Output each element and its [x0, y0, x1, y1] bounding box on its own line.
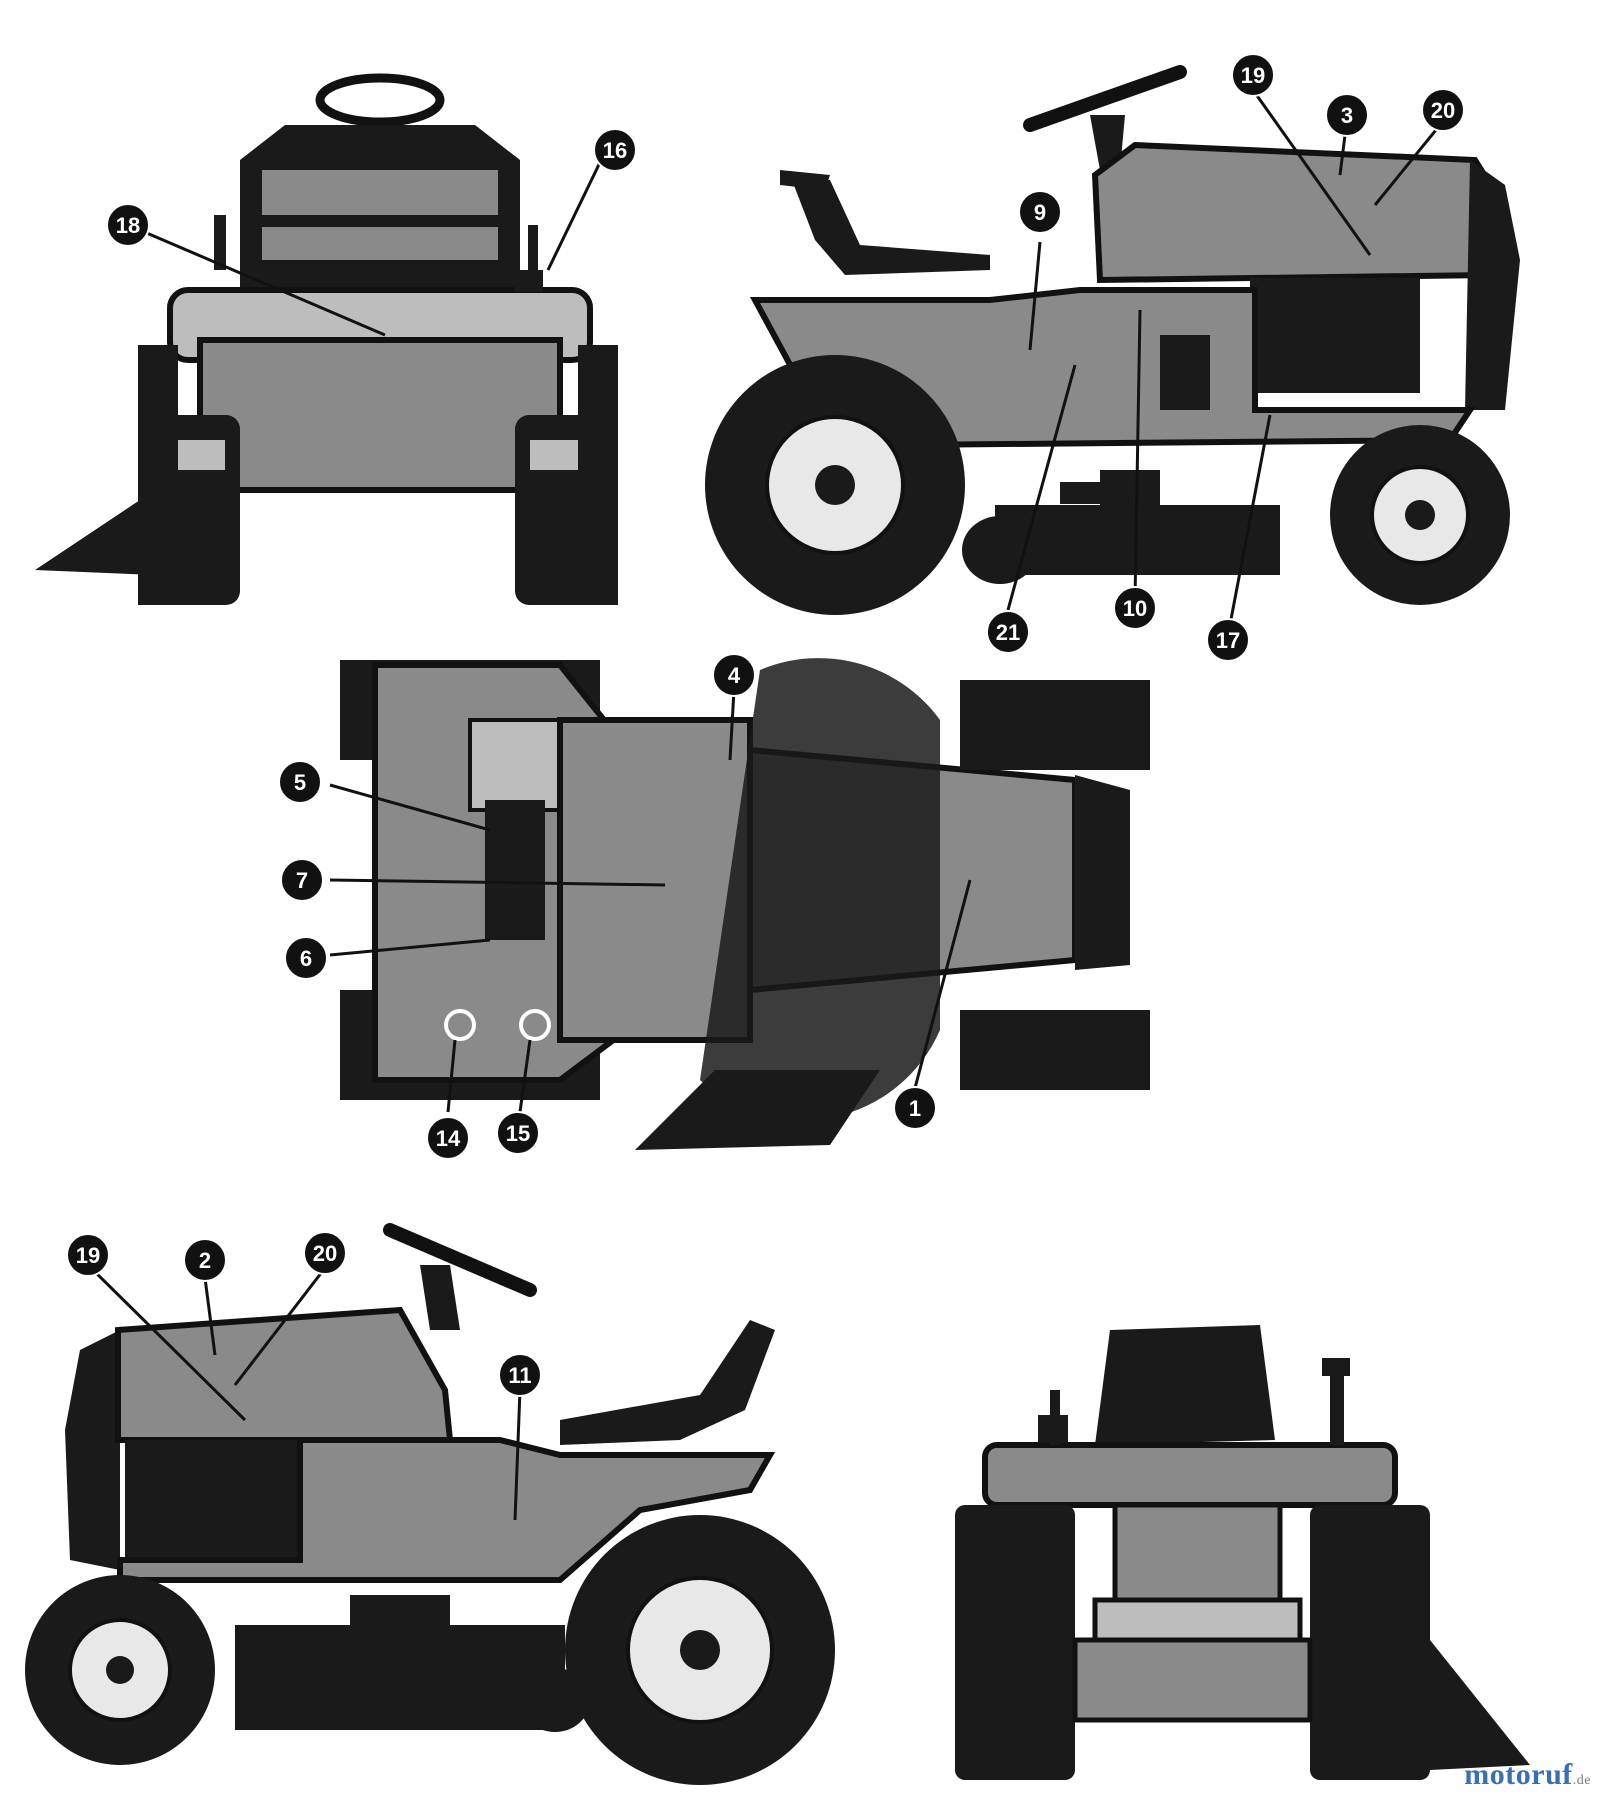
svg-text:20: 20 — [1431, 98, 1455, 123]
svg-text:15: 15 — [506, 1121, 530, 1146]
callout-19-upper: 19 — [1231, 53, 1275, 97]
leader-lines — [86, 89, 1442, 1521]
svg-text:21: 21 — [996, 620, 1020, 645]
watermark-brand: motoruf — [1464, 1758, 1573, 1791]
svg-text:16: 16 — [603, 138, 627, 163]
svg-text:6: 6 — [300, 946, 312, 971]
svg-text:19: 19 — [1241, 63, 1265, 88]
callout-19-lower: 19 — [66, 1233, 110, 1277]
callout-20-upper: 20 — [1421, 88, 1465, 132]
callout-5: 5 — [278, 760, 322, 804]
callout-4: 4 — [712, 653, 756, 697]
watermark: motoruf.de — [1464, 1758, 1591, 1792]
callout-21: 21 — [986, 610, 1030, 654]
callout-15: 15 — [496, 1111, 540, 1155]
callout-10: 10 — [1113, 586, 1157, 630]
tractor-left-side-view — [25, 1223, 835, 1785]
callout-1: 1 — [893, 1086, 937, 1130]
tractor-rear-view — [955, 1325, 1530, 1780]
svg-text:20: 20 — [313, 1241, 337, 1266]
svg-text:18: 18 — [116, 213, 140, 238]
tractor-right-side-view — [705, 65, 1520, 615]
callout-2: 2 — [183, 1238, 227, 1282]
callout-14: 14 — [426, 1116, 470, 1160]
svg-text:17: 17 — [1216, 628, 1240, 653]
callout-7: 7 — [280, 858, 324, 902]
svg-text:14: 14 — [436, 1126, 461, 1151]
svg-text:7: 7 — [296, 868, 308, 893]
callout-17: 17 — [1206, 618, 1250, 662]
callout-3: 3 — [1325, 93, 1369, 137]
svg-text:9: 9 — [1034, 200, 1046, 225]
tractor-top-view — [340, 658, 1150, 1150]
callout-9: 9 — [1018, 190, 1062, 234]
callout-16: 16 — [593, 128, 637, 172]
callout-11: 11 — [498, 1353, 542, 1397]
watermark-suffix: .de — [1572, 1773, 1591, 1788]
callout-20-lower: 20 — [303, 1231, 347, 1275]
tractor-front-view — [35, 73, 618, 605]
svg-text:4: 4 — [728, 663, 741, 688]
svg-text:3: 3 — [1341, 103, 1353, 128]
svg-text:2: 2 — [199, 1248, 211, 1273]
svg-text:5: 5 — [294, 770, 306, 795]
callout-6: 6 — [284, 936, 328, 980]
svg-text:1: 1 — [909, 1096, 921, 1121]
svg-text:10: 10 — [1123, 596, 1147, 621]
callout-18: 18 — [106, 203, 150, 247]
svg-text:11: 11 — [508, 1363, 531, 1388]
svg-text:19: 19 — [76, 1243, 100, 1268]
